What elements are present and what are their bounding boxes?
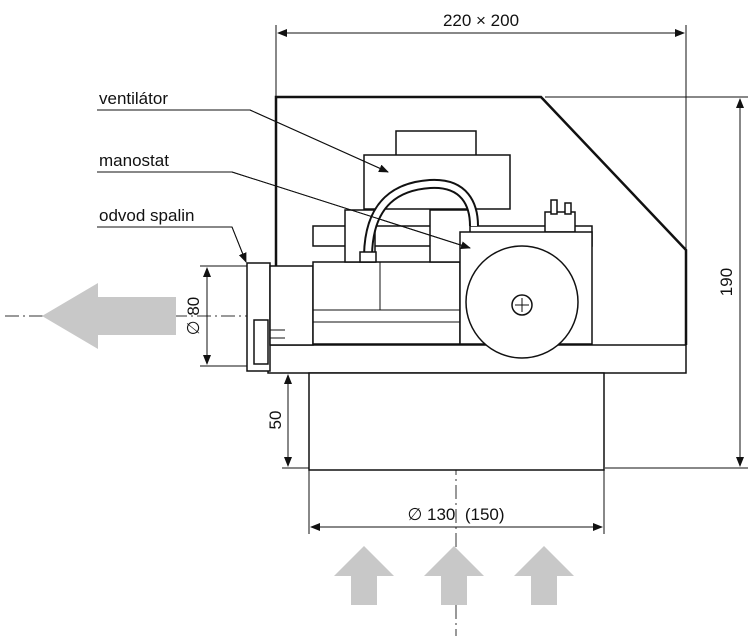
terminal-post (564, 202, 572, 215)
label-pressure-switch: manostat (99, 151, 169, 170)
outlet-clamp (253, 319, 269, 365)
leader-line-pressure-arrow (231, 171, 471, 250)
leader-line-flue-arrow (231, 226, 247, 263)
leader-line-fan-arrow (249, 109, 389, 173)
flue-outlet-pipe (269, 265, 314, 346)
leader-line-flue-outlet (97, 226, 247, 263)
dimension-inlet-height-text: 50 (266, 411, 285, 430)
housing-outline (274, 95, 688, 350)
flow-arrow-up-icon (424, 546, 484, 605)
air-inlet-cylinder (308, 372, 605, 471)
label-fan: ventilátor (99, 89, 168, 108)
pressure-hose-inner (365, 180, 477, 259)
dimension-width-depth-text: 220 × 200 (443, 11, 519, 30)
base-plate (267, 344, 687, 374)
fan-body (312, 261, 461, 345)
terminal-post (550, 199, 558, 215)
dimension-inlet-diameter-text: ∅ 130 (150) (407, 505, 504, 524)
flow-arrow-left-icon (42, 283, 176, 349)
label-flue-outlet: odvod spalin (99, 206, 194, 225)
dimension-outlet-diameter-text: ∅ 80 (184, 297, 203, 335)
dimension-height-text: 190 (717, 268, 736, 296)
hose-fitting (359, 251, 377, 263)
terminal-block (544, 211, 576, 233)
flow-arrow-up-icon (334, 546, 394, 605)
flow-arrow-up-icon (514, 546, 574, 605)
